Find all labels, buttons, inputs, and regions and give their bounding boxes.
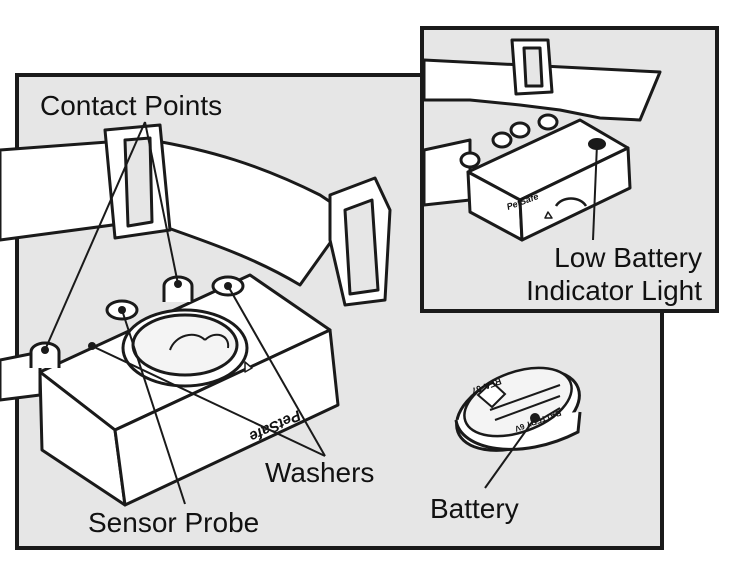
inset-panel: PetSafe <box>420 26 719 313</box>
contact-point-left <box>29 341 61 368</box>
label-washers: Washers <box>265 457 374 488</box>
washer-left <box>105 299 139 321</box>
battery-part: RFA-67 BATTERY 6V <box>454 366 582 452</box>
battery-compartment <box>121 308 253 388</box>
label-battery: Battery <box>430 493 519 524</box>
collar-strap <box>0 123 392 402</box>
label-low-battery-line2: Indicator Light <box>526 275 702 306</box>
label-sensor-probe: Sensor Probe <box>88 507 259 538</box>
leader-lines <box>44 121 598 505</box>
label-low-battery-line1: Low Battery <box>554 242 702 273</box>
label-contact-points: Contact Points <box>40 90 222 121</box>
